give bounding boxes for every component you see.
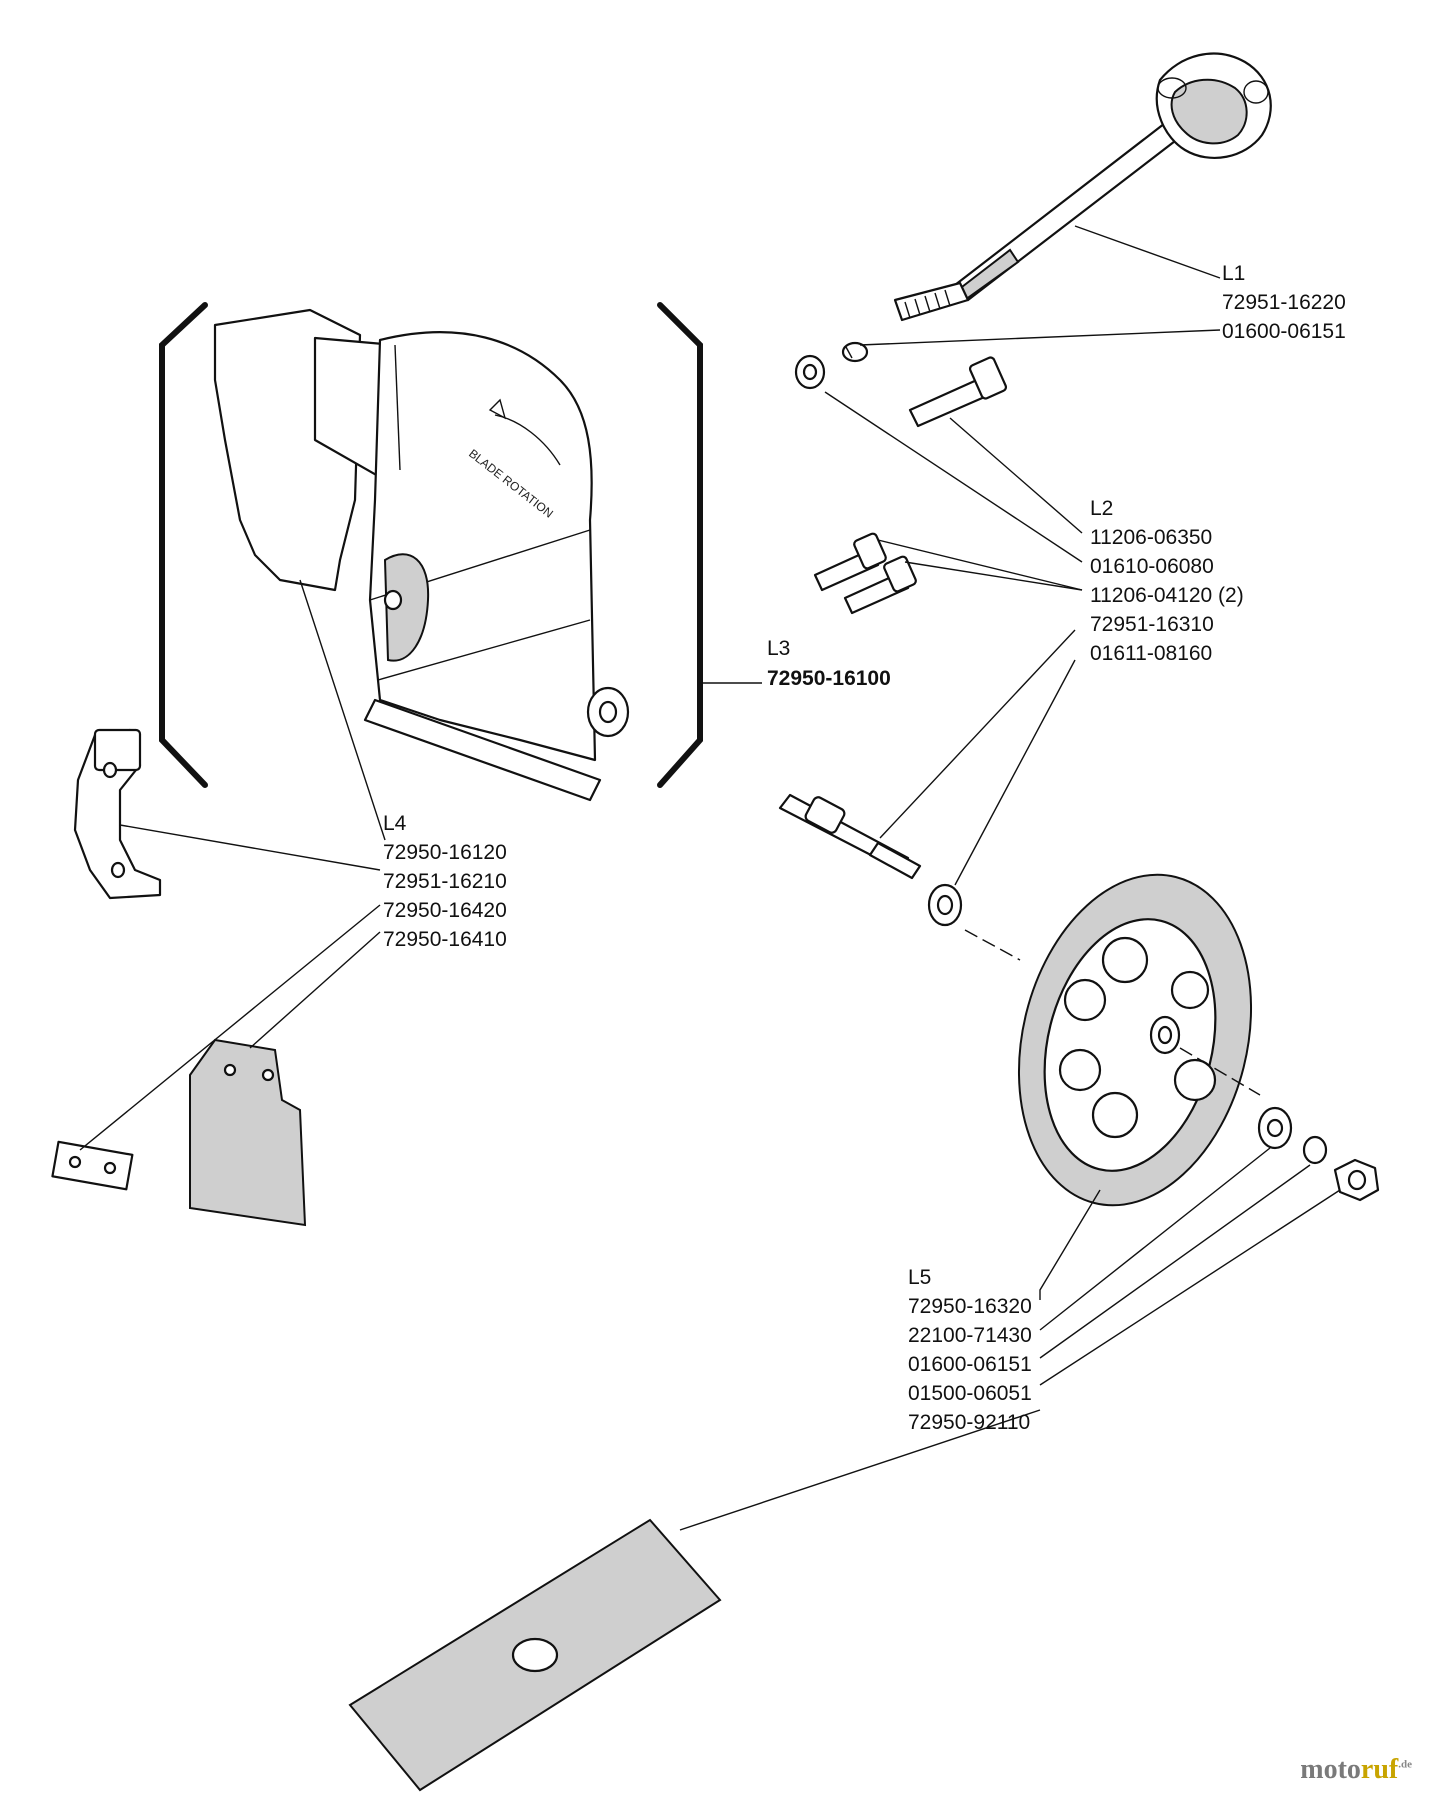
part-number: 01610-06080 [1090,555,1214,578]
part-number: 72950-16100 [767,667,891,690]
axle-washer-part [927,883,963,927]
group-label-l1: L1 [1222,262,1245,285]
discharge-cover-part: BLADE ROTATION [213,308,630,802]
group-label-l2: L2 [1090,497,1113,520]
part-number: 72951-16220 [1222,291,1346,314]
part-number: 11206-06350 [1090,526,1212,549]
part-number: 01611-08160 [1090,642,1212,665]
axle-bolt-part [778,793,922,880]
wheel-hub-holes [1058,936,1217,1139]
wheel-washer-part [1257,1106,1293,1150]
part-number: 72951-16210 [383,870,507,893]
flat-washer-part [794,354,826,390]
clamp-bracket-part [73,728,162,900]
part-number: 01600-06151 [908,1353,1032,1376]
knob-shaft-part [893,52,1272,322]
mounting-plate-part [51,1140,134,1191]
group-label-l4: L4 [383,812,407,835]
rubber-flap-part [189,1038,307,1227]
threaded-end [904,289,951,319]
part-number: 72950-92110 [908,1411,1030,1434]
part-number: 22100-71430 [908,1324,1032,1347]
part-number: 11206-04120 (2) [1090,584,1244,607]
cutting-blade-part [348,1518,722,1792]
part-number: 72950-16120 [383,841,507,864]
wheel-part [1017,873,1253,1207]
part-number: 72950-16320 [908,1295,1032,1318]
bolt-part [908,356,1008,428]
watermark-logo: motoruf.de [1300,1754,1412,1785]
label-group-l5: L5 72950-16320 22100-71430 01600-06151 0… [908,1266,1032,1434]
label-group-l2: L2 11206-06350 01610-06080 11206-04120 (… [1090,497,1244,665]
label-group-l1: L1 72951-16220 01600-06151 [1222,262,1346,343]
wheel-lock-washer-part [1302,1135,1328,1165]
label-group-l4: L4 72950-16120 72951-16210 72950-16420 7… [383,812,507,951]
hex-nut-part [1333,1158,1380,1202]
part-number: 01500-06051 [908,1382,1032,1405]
label-group-l3: L3 72950-16100 [767,637,891,690]
part-number: 01600-06151 [1222,320,1346,343]
lock-washer-part [841,341,869,363]
group-label-l3: L3 [767,637,790,660]
part-number: 72951-16310 [1090,613,1214,636]
short-bolt-part-1 [813,532,887,592]
part-number: 72950-16410 [383,928,507,951]
part-number: 72950-16420 [383,899,507,922]
short-bolt-part-2 [843,555,917,615]
group-label-l5: L5 [908,1266,931,1289]
